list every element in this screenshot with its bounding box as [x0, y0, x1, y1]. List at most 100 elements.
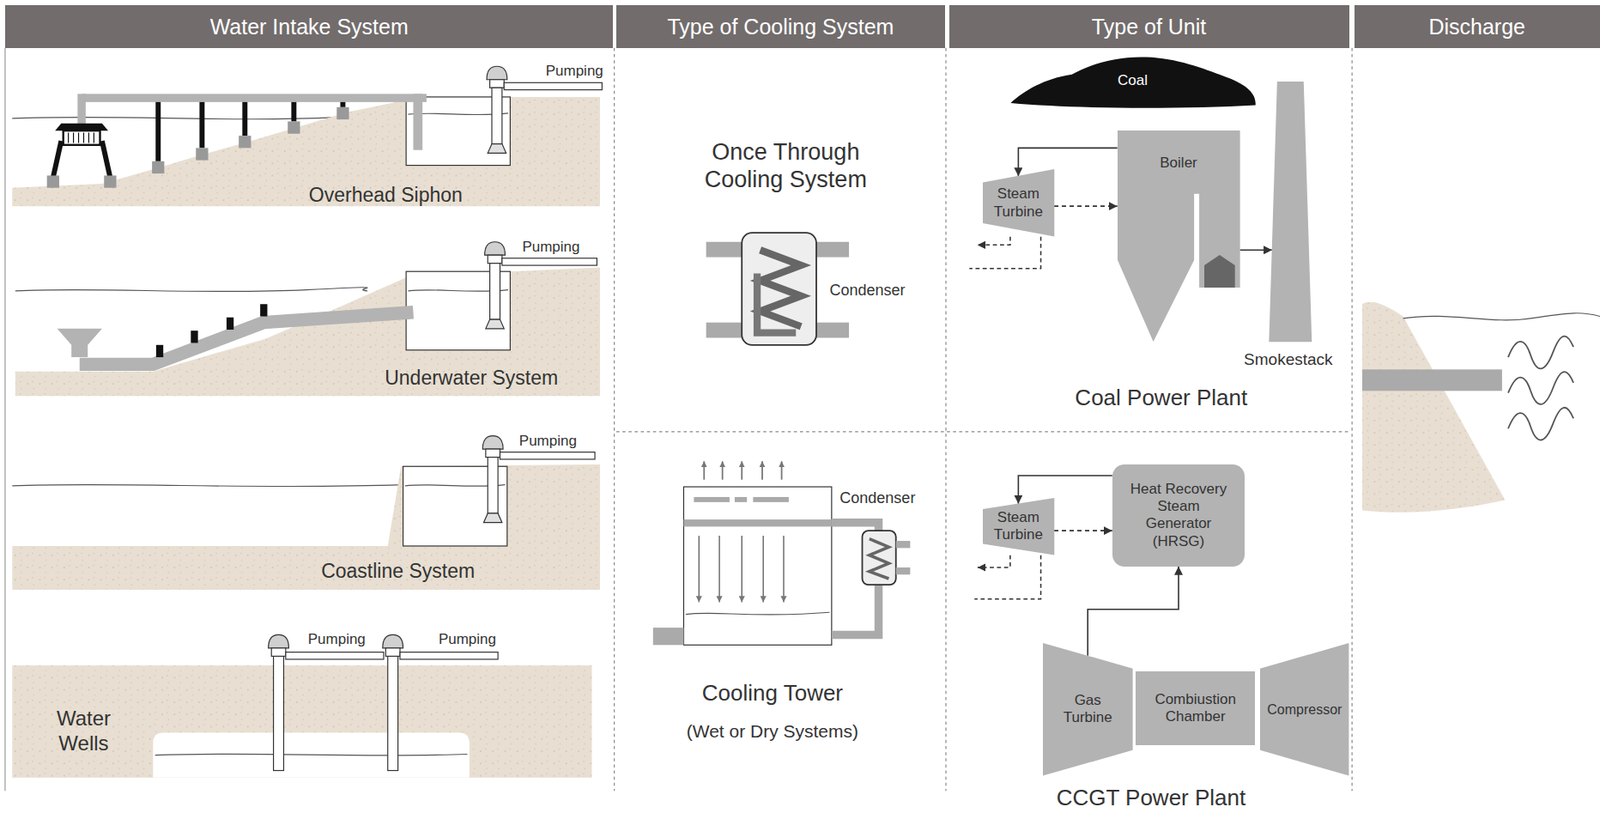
cooling-tower	[762, 535, 764, 602]
underwater-intake	[226, 317, 234, 330]
water-wells-intake	[152, 733, 470, 778]
underwater-intake	[15, 266, 600, 396]
water-wells-intake	[285, 652, 384, 660]
node-text: Steam Turbine	[982, 509, 1055, 545]
overhead-siphon-intake	[151, 161, 164, 174]
gas-turbine: Gas Turbine	[1042, 642, 1134, 776]
underwater-intake	[156, 303, 268, 358]
column-separator	[614, 48, 1352, 791]
cooling-tower	[869, 539, 890, 579]
overhead-siphon-intake	[290, 102, 297, 122]
header-band: Type of Unit	[949, 5, 1350, 49]
overhead-siphon-intake	[103, 175, 116, 188]
column-separator	[616, 430, 1351, 432]
boiler-shape	[1204, 254, 1236, 288]
underwater-intake	[484, 242, 506, 329]
steam-exhaust-line	[977, 236, 1011, 246]
discharge-outfall	[1508, 407, 1574, 441]
overhead-siphon-intake	[486, 66, 508, 153]
cooling-type-label: Once Through Cooling System	[693, 137, 879, 194]
underwater-intake	[260, 303, 267, 316]
plant-type-label: CCGT Power Plant	[1056, 784, 1247, 812]
flow-arrow	[1054, 529, 1113, 532]
illustration	[5, 48, 1600, 791]
cooling-tower	[703, 460, 782, 479]
node-text: Gas Turbine	[1056, 691, 1119, 728]
cooling-tower	[862, 530, 897, 585]
pumping-label: Pumping	[521, 237, 580, 255]
coal-pile-shape	[1010, 56, 1255, 108]
once-through-condenser	[757, 273, 796, 334]
discharge-outfall	[1403, 313, 1600, 321]
water-wells-intake	[273, 655, 285, 770]
overhead-siphon-intake	[238, 135, 251, 148]
discharge-outfall	[1508, 336, 1574, 370]
flow-arrow	[1018, 475, 1112, 504]
hrsg-box: Heat Recovery Steam Generator (HRSG)	[1112, 464, 1246, 567]
node-text: Steam Turbine	[982, 185, 1055, 221]
underwater-intake	[57, 328, 103, 358]
cooling-tower	[761, 460, 764, 479]
overhead-siphon-intake	[12, 96, 600, 207]
underwater-intake	[156, 345, 164, 358]
overhead-siphon-intake	[54, 123, 109, 131]
condenser-label: Condenser	[829, 281, 905, 301]
steam-turbine-shape	[982, 169, 1055, 237]
overhead-siphon-intake	[81, 93, 427, 103]
overhead-siphon-intake	[47, 175, 60, 188]
once-through-condenser	[706, 232, 849, 346]
node-text: Boiler	[1159, 154, 1197, 172]
cooling-tower	[741, 535, 743, 602]
node-text: Type of Cooling System	[666, 13, 894, 40]
cooling-tower	[896, 540, 911, 548]
flow-arrow	[1087, 566, 1179, 656]
pumping-label: Pumping	[519, 431, 577, 449]
overhead-siphon-intake	[503, 82, 602, 90]
discharge-outfall	[1508, 336, 1574, 441]
underwater-intake	[15, 287, 368, 292]
column-separator	[613, 48, 615, 791]
cooling-tower	[734, 496, 747, 503]
water-wells-intake	[155, 753, 468, 756]
intake-type-label: Water Wells	[48, 707, 118, 758]
cooling-tower	[752, 496, 789, 503]
steam-exhaust-line	[977, 555, 1011, 568]
discharge-outfall	[1362, 302, 1600, 513]
cooling-tower	[693, 496, 730, 503]
column-separator	[945, 48, 946, 791]
cooling-tower	[683, 519, 831, 527]
underwater-intake	[79, 312, 414, 365]
smokestack: Smokestack	[1229, 81, 1347, 370]
overhead-siphon-intake	[412, 93, 423, 150]
node-text: Combiustion Chamber	[1135, 690, 1255, 727]
pumping-label: Pumping	[308, 630, 366, 649]
coastline-intake	[12, 484, 403, 486]
cooling-tower	[718, 535, 720, 602]
intake-type-label: Underwater System	[384, 366, 558, 391]
water-wells-intake	[12, 665, 592, 778]
condenser-label: Condenser	[839, 490, 916, 510]
flow-arrow	[1018, 147, 1117, 176]
cooling-tower	[831, 522, 879, 532]
gas-turbine-shape	[1042, 642, 1134, 776]
compressor-shape	[1260, 642, 1349, 776]
cooling-tower	[685, 612, 831, 615]
cooling-tower	[653, 460, 911, 645]
cooling-tower	[831, 584, 879, 635]
pumping-label: Pumping	[545, 62, 604, 80]
header-band: Discharge	[1354, 5, 1600, 49]
combustion-chamber: Combiustion Chamber	[1135, 671, 1255, 746]
cooling-tower	[721, 460, 724, 479]
coastline-intake	[482, 436, 504, 523]
steam-turbine: Steam Turbine	[982, 169, 1055, 237]
node-text: Type of Unit	[1091, 13, 1207, 40]
smokestack-shape	[1229, 81, 1347, 370]
overhead-siphon-intake	[339, 102, 346, 108]
boiler: Boiler	[1117, 130, 1241, 342]
discharge-outfall	[1362, 302, 1505, 513]
smokestack-shape	[1269, 81, 1313, 342]
node-text: Heat Recovery Steam Generator (HRSG)	[1124, 480, 1233, 552]
flow-arrow	[1054, 205, 1118, 207]
water-wells-intake	[387, 655, 399, 770]
compressor: Compressor	[1260, 642, 1349, 776]
